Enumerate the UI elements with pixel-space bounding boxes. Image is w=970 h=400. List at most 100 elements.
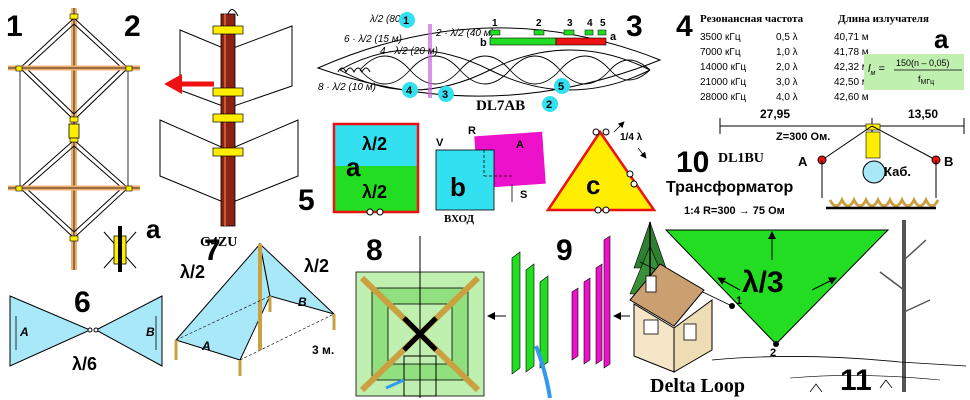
caption-g4zu: G4ZU: [200, 235, 237, 250]
transformer-coil: [828, 196, 940, 208]
marker-4: 4: [406, 85, 413, 97]
row-ratio: 0,5 λ: [776, 32, 798, 43]
row-ratio: 3,0 λ: [776, 77, 798, 88]
lambda-label: λ/3: [742, 266, 784, 299]
curve-label-20m: 4 · λ/2 (20 м): [380, 46, 438, 57]
transformer-ratio: 1:4 R=300 → 75 Ом: [684, 205, 785, 217]
variant-b: V R A b S ВХОД: [435, 125, 546, 225]
direction-arrow: [164, 74, 214, 94]
svg-text:B: B: [298, 295, 307, 309]
right-triangle: [94, 295, 163, 367]
panel-number-9: 9: [556, 234, 573, 267]
svg-text:3 м.: 3 м.: [312, 343, 334, 357]
inset-a: a: [103, 214, 161, 272]
delta-loop-triangle: [664, 229, 890, 345]
row-ratio: 1,0 λ: [776, 47, 798, 58]
row-frequency: 21000 кГц: [700, 77, 746, 88]
panel-number-2: 2: [124, 10, 141, 43]
loading-coil: [337, 67, 371, 74]
caption-input: ВХОД: [444, 213, 474, 225]
markers: 1 2 3 4 5: [399, 12, 570, 112]
svg-text:5: 5: [600, 18, 606, 29]
formula-lhs: lм =: [868, 63, 885, 77]
formula-denominator: fМГц: [918, 74, 934, 86]
svg-text:A: A: [19, 325, 29, 339]
row-frequency: 7000 кГц: [700, 47, 741, 58]
panel-number-6: 6: [74, 286, 91, 319]
sub-label-a: a: [146, 214, 161, 244]
house: [629, 263, 713, 373]
panel-number-10: 10: [676, 146, 709, 179]
dim-left: 27,95: [760, 107, 790, 121]
svg-text:3: 3: [567, 18, 573, 29]
caption-dl7ab: DL7AB: [476, 98, 525, 114]
row-length: 40,71 м: [834, 32, 869, 43]
row-frequency: 14000 кГц: [700, 62, 746, 73]
panel-8-square-array: 8: [355, 234, 485, 398]
svg-text:λ/2: λ/2: [304, 256, 329, 276]
curve-label-10m: 8 · λ/2 (10 м): [318, 82, 376, 93]
variant-a: λ/2 a λ/2: [332, 122, 420, 216]
formula-box: [864, 54, 964, 90]
svg-text:B: B: [146, 325, 155, 339]
svg-text:b: b: [480, 37, 487, 49]
svg-text:1/4 λ: 1/4 λ: [620, 132, 643, 143]
cable-label: Каб.: [884, 164, 911, 179]
face-b: [259, 242, 335, 315]
svg-text:A: A: [516, 139, 524, 151]
curve-label-40m: 2 · λ/2 (40 м): [435, 28, 494, 39]
panel-1-quad-antenna: 1 a: [6, 8, 161, 272]
row-length: 42,50 м: [834, 77, 869, 88]
variant-c: c 1/4 λ: [545, 121, 657, 214]
sub-label-a: a: [934, 24, 949, 54]
panel-11-delta-loop: λ/3 1 2 Delta Loop 11: [629, 220, 967, 397]
header-length: Длина излучателя: [838, 13, 929, 25]
panel-7-pyramid: 7 λ/2 λ/2 A B 3 м.: [174, 234, 336, 376]
point-1: 1: [736, 295, 742, 307]
caption-delta-loop: Delta Loop: [650, 375, 745, 397]
table-rows: 3500 кГц 0,5 λ 40,71 м 7000 кГц 1,0 λ 41,78 м…: [700, 32, 869, 103]
row-frequency: 28000 кГц: [700, 92, 746, 103]
curve-label-80m: λ/2 (80 м): [369, 14, 413, 25]
transformer-title: Трансформатор: [666, 179, 793, 196]
marker-2: 2: [546, 99, 552, 111]
row-length: 41,78 м: [834, 47, 869, 58]
impedance: Z=300 Ом.: [776, 131, 830, 143]
panel-number-1: 1: [6, 10, 23, 43]
row-frequency: 3500 кГц: [700, 32, 741, 43]
marker-3: 3: [442, 89, 448, 101]
panel-number-4: 4: [676, 10, 693, 43]
panel-5-loop-variants: 5 λ/2 a λ/2 V R A b S ВХОД c: [298, 121, 657, 225]
panel-3-dl7ab: 3 λ/2 (80 м) 2 · λ/2 (40 м) 6 · λ/2 (15 …: [316, 10, 662, 114]
panel-9-phased-array: 9: [511, 234, 630, 399]
svg-text:4: 4: [587, 18, 593, 29]
panel-number-5: 5: [298, 184, 315, 217]
svg-text:λ/2: λ/2: [362, 182, 387, 202]
row-ratio: 4,0 λ: [776, 92, 798, 103]
end-b: B: [944, 154, 953, 169]
svg-text:a: a: [346, 152, 361, 182]
svg-text:2: 2: [536, 18, 542, 29]
svg-text:λ/6: λ/6: [72, 354, 97, 374]
point-2: 2: [770, 347, 776, 359]
panel-number-7: 7: [204, 234, 221, 267]
formula-numerator: 150(n – 0,05): [896, 58, 950, 68]
dim-right: 13,50: [908, 107, 938, 121]
svg-text:a: a: [610, 31, 617, 43]
panel-number-8: 8: [366, 234, 383, 267]
header-frequency: Резонансная частота: [700, 13, 804, 25]
panel-6-bowtie: 6 A B λ/6: [9, 286, 163, 374]
marker-1: 1: [403, 15, 409, 27]
element-bar: 1 2 3 4 5 b a: [480, 18, 617, 49]
svg-text:λ/2: λ/2: [180, 262, 205, 282]
svg-text:A: A: [201, 339, 211, 353]
left-triangle: [9, 295, 92, 367]
panel-10-dl1bu: 27,95 13,50 Z=300 Ом. A B Каб. 10 DL1BU …: [666, 107, 965, 217]
svg-text:c: c: [586, 170, 600, 200]
panel-number-11: 11: [840, 364, 872, 397]
row-ratio: 2,0 λ: [776, 62, 798, 73]
svg-text:V: V: [436, 137, 444, 149]
end-a: A: [798, 154, 808, 169]
curve-label-15m: 6 · λ/2 (15 м): [344, 34, 402, 45]
